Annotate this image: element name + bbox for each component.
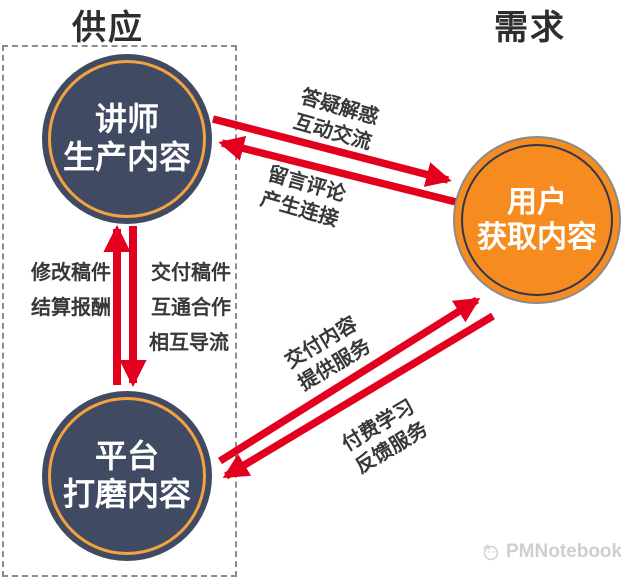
supply-title: 供应 bbox=[72, 9, 144, 47]
label-mutual-traffic: 相互导流 bbox=[149, 332, 229, 354]
lecturer-line2: 生产内容 bbox=[62, 139, 191, 175]
user-line2: 获取内容 bbox=[477, 221, 597, 254]
pmnotebook-logo-icon bbox=[483, 544, 499, 561]
label-settle-payment: 结算报酬 bbox=[31, 297, 111, 319]
lecturer-line1: 讲师 bbox=[94, 101, 159, 138]
platform-line2: 打磨内容 bbox=[62, 476, 191, 512]
label-platform-to-user: 交付内容 提供服务 bbox=[280, 311, 375, 397]
watermark: PMNotebook bbox=[481, 541, 621, 563]
label-user-to-platform: 付费学习 反馈服务 bbox=[337, 394, 432, 480]
node-platform: 平台 打磨内容 bbox=[42, 391, 212, 561]
label-lecturer-to-user: 答疑解惑 互动交流 bbox=[290, 84, 381, 156]
demand-title: 需求 bbox=[494, 9, 566, 47]
node-platform-label: 平台 打磨内容 bbox=[63, 438, 191, 514]
node-user: 用户 获取内容 bbox=[453, 136, 621, 304]
label-revise-manuscript: 修改稿件 bbox=[31, 262, 111, 284]
node-lecturer: 讲师 生产内容 bbox=[42, 54, 212, 224]
node-user-label: 用户 获取内容 bbox=[477, 185, 597, 256]
label-user-to-lecturer: 留言评论 产生连接 bbox=[257, 161, 348, 233]
user-line1: 用户 bbox=[507, 185, 567, 219]
label-mutual-cooperation: 互通合作 bbox=[151, 297, 231, 319]
node-lecturer-label: 讲师 生产内容 bbox=[63, 101, 191, 177]
label-deliver-manuscript: 交付稿件 bbox=[151, 262, 231, 284]
watermark-text: PMNotebook bbox=[506, 541, 621, 562]
platform-line1: 平台 bbox=[94, 438, 159, 475]
